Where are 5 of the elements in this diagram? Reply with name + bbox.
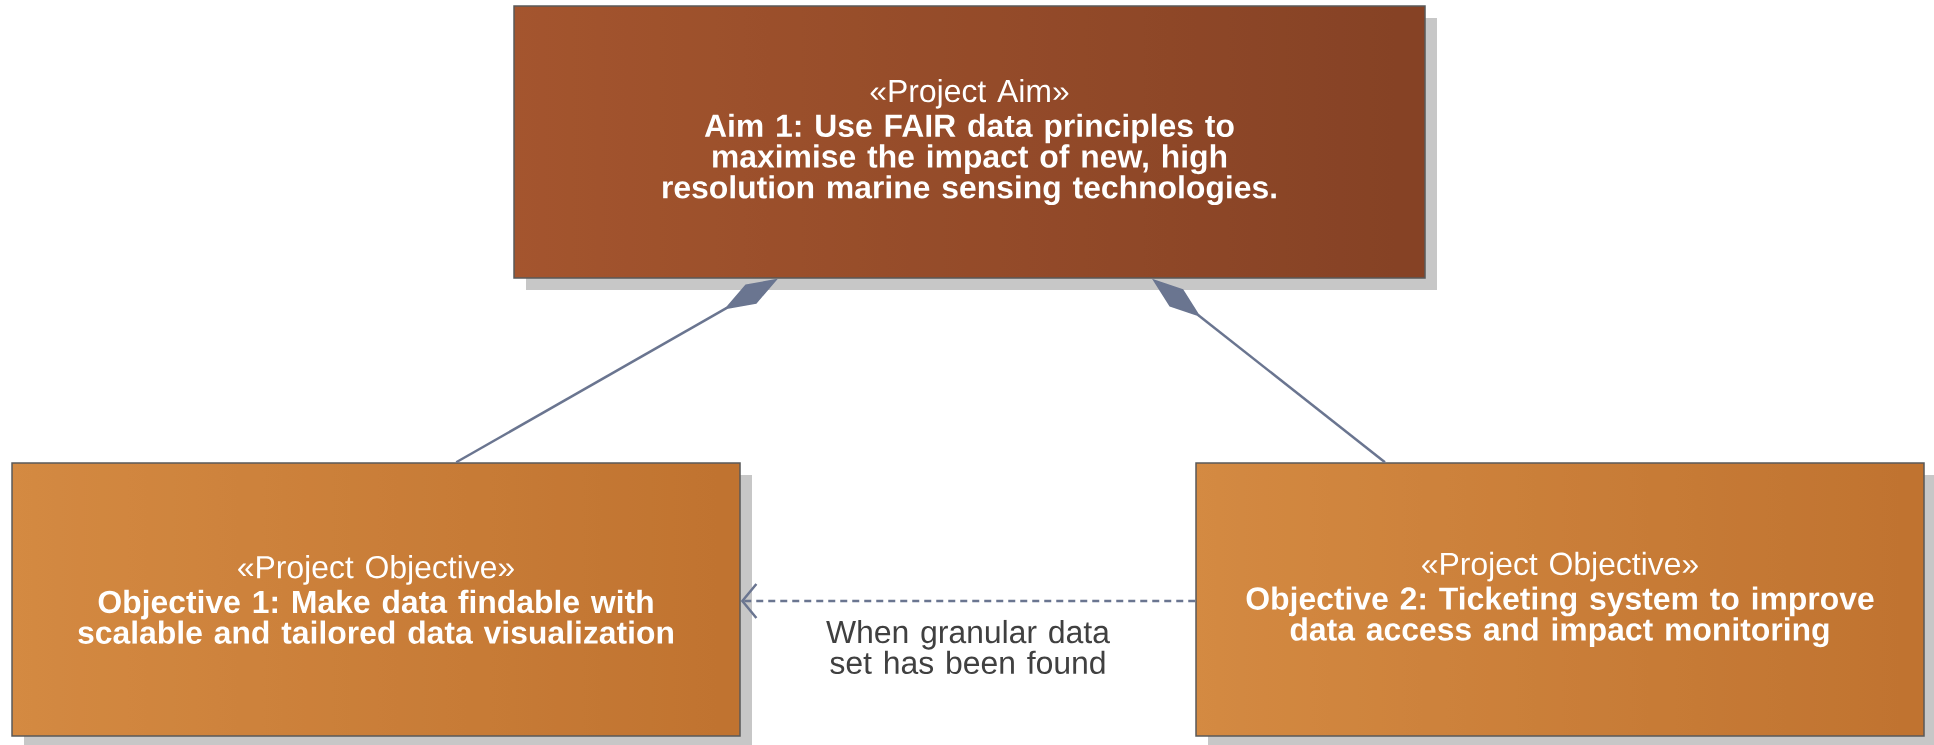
objective-box: «Project Objective» Objective 1: Make data findable with scalable and tailored data visualization: [11, 462, 752, 745]
objective-box: «Project Objective» Objective 2: Ticketing system to improve data access and impact monitoring: [1195, 462, 1934, 745]
edge-label: When granular data set has been found: [806, 617, 1130, 677]
arrow: [740, 583, 1196, 619]
aim-box: «Project Aim» Aim 1: Use FAIR data principles to maximise the impact of new, high resolution marine sensing technologies.: [513, 5, 1437, 290]
